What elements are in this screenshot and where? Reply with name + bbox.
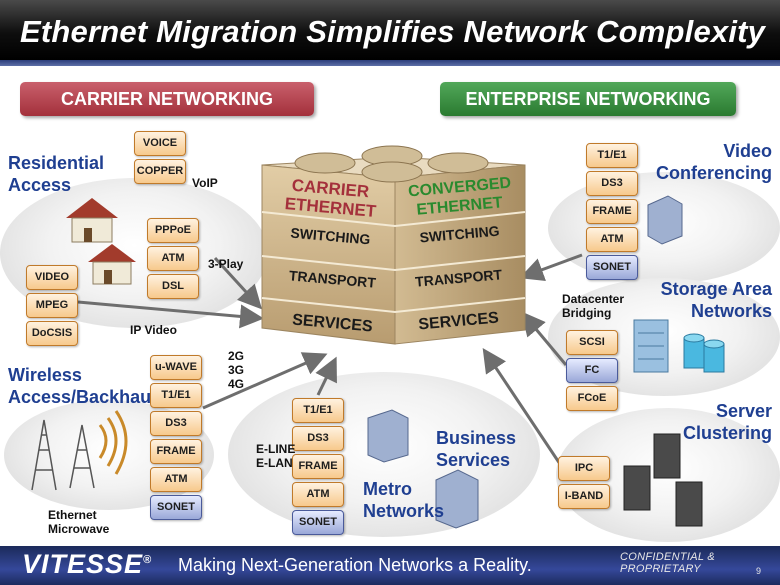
voip-label: VoIP: [192, 176, 218, 190]
ip-video-label: IP Video: [130, 323, 177, 337]
three-play-label: 3-Play: [208, 257, 244, 271]
voice-box: VOICE: [134, 131, 186, 156]
logo-registered-mark: ®: [143, 554, 153, 566]
video-t1e1-box: T1/E1: [586, 143, 638, 168]
metro-arrow: [315, 356, 337, 396]
title-underline: [0, 60, 780, 66]
three-play-arrow: [213, 256, 263, 310]
wireless-heading-line2: Access/Backhaul: [8, 387, 157, 407]
residential-heading-line2: Access: [8, 175, 72, 195]
confidential-label: CONFIDENTIAL & PROPRIETARY: [620, 551, 716, 575]
logo-text: VITESSE: [22, 549, 144, 579]
generation-labels: 2G 3G 4G: [228, 349, 244, 391]
datacenter-label-line2: Bridging: [562, 306, 612, 320]
ipc-box: IPC: [558, 456, 610, 481]
residential-heading-line1: Residential: [8, 153, 105, 173]
copper-box: COPPER: [134, 159, 186, 184]
ethernet-microwave-label: Ethernet Microwave: [48, 508, 109, 536]
video-conferencing-arrow: [519, 253, 583, 282]
metro-t1e1-box: T1/E1: [292, 398, 344, 423]
server-clustering-heading: Server Clustering: [640, 400, 772, 444]
u-wave-box: u-WAVE: [150, 355, 202, 380]
cube-switching-right: SWITCHING: [419, 223, 500, 246]
docsis-box: DoCSIS: [26, 321, 78, 346]
metro-ds3-box: DS3: [292, 426, 344, 451]
video-heading-line1: Video: [723, 141, 772, 161]
gen-4g-label: 4G: [228, 377, 245, 391]
gen-3g-label: 3G: [228, 363, 245, 377]
fc-box: FC: [566, 358, 618, 383]
building-icons: [367, 195, 683, 529]
wireless-sonet-box: SONET: [150, 495, 202, 520]
business-label-line2: Services: [436, 450, 511, 470]
business-label-line1: Business: [436, 428, 517, 448]
microwave-label-line2: Microwave: [48, 522, 110, 536]
video-atm-box: ATM: [586, 227, 638, 252]
microwave-label-line1: Ethernet: [48, 508, 97, 522]
cube-transport-right: TRANSPORT: [414, 266, 503, 290]
connection-arrows: [77, 253, 583, 465]
wireless-arrow: [202, 352, 328, 410]
datacenter-label-line1: Datacenter: [562, 292, 625, 306]
wireless-t1e1-box: T1/E1: [150, 383, 202, 408]
title-bar: [0, 0, 780, 60]
fcoe-box: FCoE: [566, 386, 618, 411]
wireless-frame-box: FRAME: [150, 439, 202, 464]
video-box: VIDEO: [26, 265, 78, 290]
datacenter-bridging-label: Datacenter Bridging: [562, 292, 624, 320]
ethernet-cube: [261, 145, 526, 345]
metro-label-line2: Networks: [363, 501, 445, 521]
vitesse-logo: VITESSE®: [22, 549, 152, 580]
wireless-access-heading: Wireless Access/Backhaul: [8, 364, 156, 408]
footer-bar: [0, 546, 780, 585]
mpeg-box: MPEG: [26, 293, 78, 318]
house-icons: [66, 198, 136, 285]
storage-icons: [633, 319, 725, 373]
metro-label-line1: Metro: [363, 479, 412, 499]
storage-heading-line2: Networks: [690, 301, 772, 321]
metro-frame-box: FRAME: [292, 454, 344, 479]
cube-transport-left: TRANSPORT: [288, 267, 377, 291]
server-icons: [623, 433, 703, 527]
video-heading-line2: Conferencing: [655, 163, 772, 183]
residential-access-heading: Residential Access: [8, 152, 104, 196]
dsl-box: DSL: [147, 274, 199, 299]
metro-atm-box: ATM: [292, 482, 344, 507]
wireless-ds3-box: DS3: [150, 411, 202, 436]
gen-2g-label: 2G: [228, 349, 245, 363]
eline-elan-labels: E-LINE E-LAN: [256, 442, 295, 470]
server-heading-line2: Clustering: [682, 423, 772, 443]
datacenter-arrow: [521, 311, 568, 366]
video-conferencing-heading: Video Conferencing: [640, 140, 772, 184]
server-arrow: [482, 348, 562, 465]
cell-tower-icons: [31, 410, 128, 491]
storage-area-networks-heading: Storage Area Networks: [640, 278, 772, 322]
storage-heading-line1: Storage Area: [660, 279, 772, 299]
video-frame-box: FRAME: [586, 199, 638, 224]
cube-switching-left: SWITCHING: [290, 225, 371, 248]
enterprise-networking-banner: ENTERPRISE NETWORKING: [440, 82, 736, 116]
server-heading-line1: Server: [715, 401, 772, 421]
cube-services-left: SERVICES: [291, 312, 373, 336]
elan-label: E-LAN: [256, 456, 293, 470]
wireless-atm-box: ATM: [150, 467, 202, 492]
residential-atm-box: ATM: [147, 246, 199, 271]
footer-tagline: Making Next-Generation Networks a Realit…: [178, 555, 532, 575]
pppoe-box: PPPoE: [147, 218, 199, 243]
page-number: 9: [756, 566, 762, 576]
video-ds3-box: DS3: [586, 171, 638, 196]
eline-label: E-LINE: [256, 442, 296, 456]
i-band-box: I-BAND: [558, 484, 610, 509]
business-services-label: Business Services: [436, 427, 516, 471]
scsi-box: SCSI: [566, 330, 618, 355]
ip-video-arrow: [77, 300, 264, 329]
slide-title: Ethernet Migration Simplifies Network Co…: [20, 14, 766, 49]
video-sonet-box: SONET: [586, 255, 638, 280]
carrier-networking-banner: CARRIER NETWORKING: [20, 82, 314, 116]
metro-sonet-box: SONET: [292, 510, 344, 535]
cube-services-right: SERVICES: [418, 310, 500, 334]
metro-networks-label: Metro Networks: [363, 478, 444, 522]
wireless-heading-line1: Wireless: [8, 365, 82, 385]
